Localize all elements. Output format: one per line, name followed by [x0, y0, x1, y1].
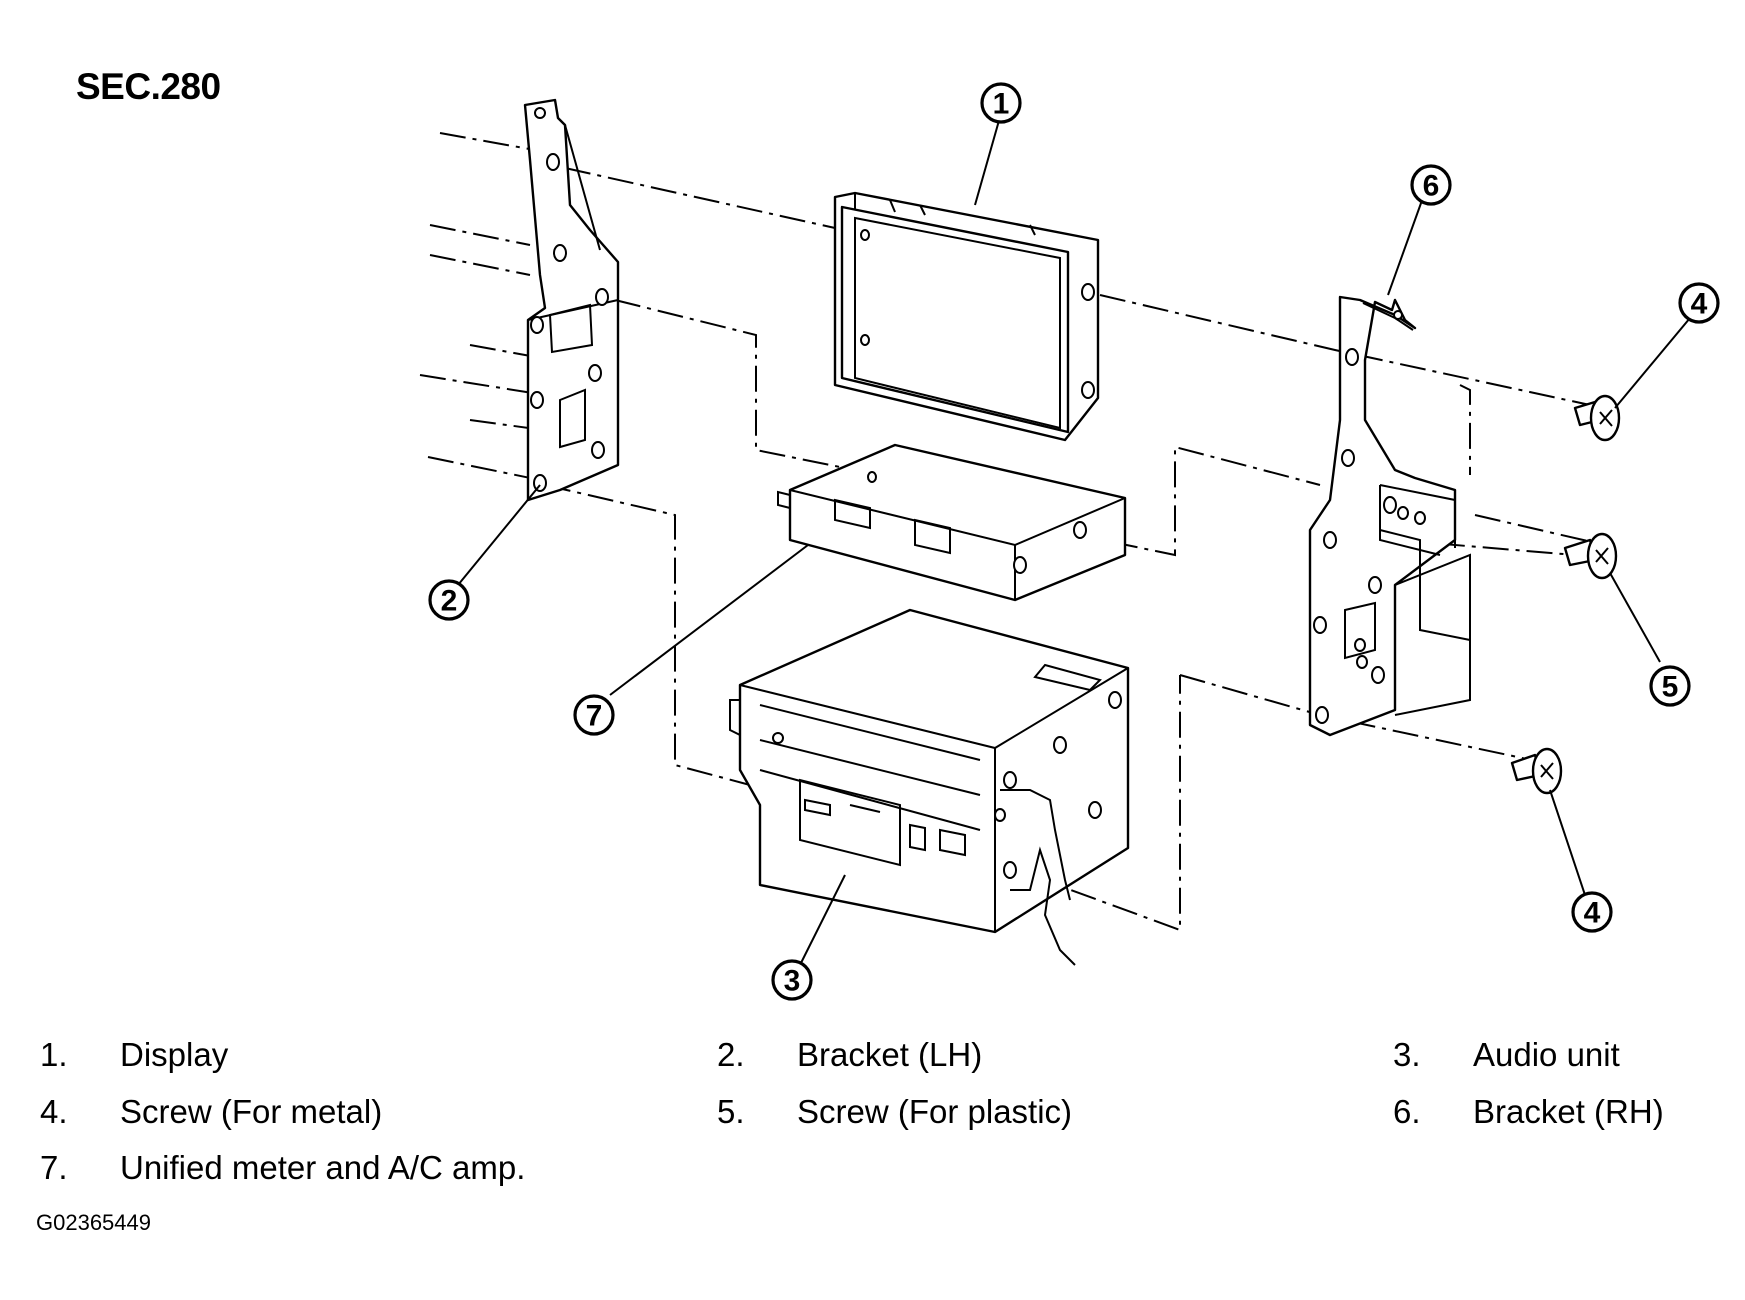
callout-2: 2: [428, 579, 470, 621]
legend-text: Audio unit: [1473, 1036, 1620, 1073]
exploded-view-diagram: 1 2 3 4 4 5 6 7: [419, 82, 1720, 1001]
legend-text: Bracket (RH): [1473, 1093, 1664, 1130]
callout-6-number: 6: [1423, 170, 1440, 203]
leader-lines: [457, 116, 1691, 966]
callout-1-number: 1: [993, 88, 1010, 121]
callouts: 1 2 3 4 4 5 6 7: [428, 82, 1720, 1001]
legend-text: Screw (For plastic): [797, 1093, 1073, 1130]
legend-number: 4.: [40, 1093, 68, 1130]
screw-bottom-part: [1510, 747, 1563, 795]
callout-7: 7: [573, 694, 615, 736]
callout-6: 6: [1410, 164, 1452, 206]
callout-5: 5: [1649, 665, 1691, 707]
unified-meter-amp-part: [777, 443, 1127, 602]
legend-number: 1.: [40, 1036, 68, 1073]
callout-4-top-number: 4: [1691, 288, 1708, 321]
legend-text: Bracket (LH): [797, 1036, 983, 1073]
bracket-lh-part: [523, 98, 620, 502]
callout-3: 3: [771, 959, 813, 1001]
bracket-rh-part: [1308, 295, 1471, 737]
legend-text: Screw (For metal): [120, 1093, 383, 1130]
legend-number: 2.: [717, 1036, 745, 1073]
section-label: SEC.280: [76, 66, 221, 107]
callout-5-number: 5: [1662, 671, 1679, 704]
legend-text: Unified meter and A/C amp.: [120, 1149, 526, 1186]
callout-4-top: 4: [1678, 282, 1720, 324]
legend-number: 7.: [40, 1149, 68, 1186]
callout-7-number: 7: [586, 700, 603, 733]
legend-number: 5.: [717, 1093, 745, 1130]
display-part: [833, 191, 1100, 442]
legend-number: 6.: [1393, 1093, 1421, 1130]
screw-top-part: [1573, 394, 1621, 442]
legend-text: Display: [120, 1036, 229, 1073]
audio-unit-part: [729, 608, 1130, 966]
callout-2-number: 2: [441, 585, 458, 618]
legend-number: 3.: [1393, 1036, 1421, 1073]
figure-code: G02365449: [36, 1210, 151, 1235]
callout-3-number: 3: [784, 965, 801, 998]
callout-4-bottom-number: 4: [1584, 897, 1601, 930]
callout-1: 1: [980, 82, 1022, 124]
callout-4-bottom: 4: [1571, 891, 1613, 933]
screw-middle-part: [1563, 532, 1618, 580]
